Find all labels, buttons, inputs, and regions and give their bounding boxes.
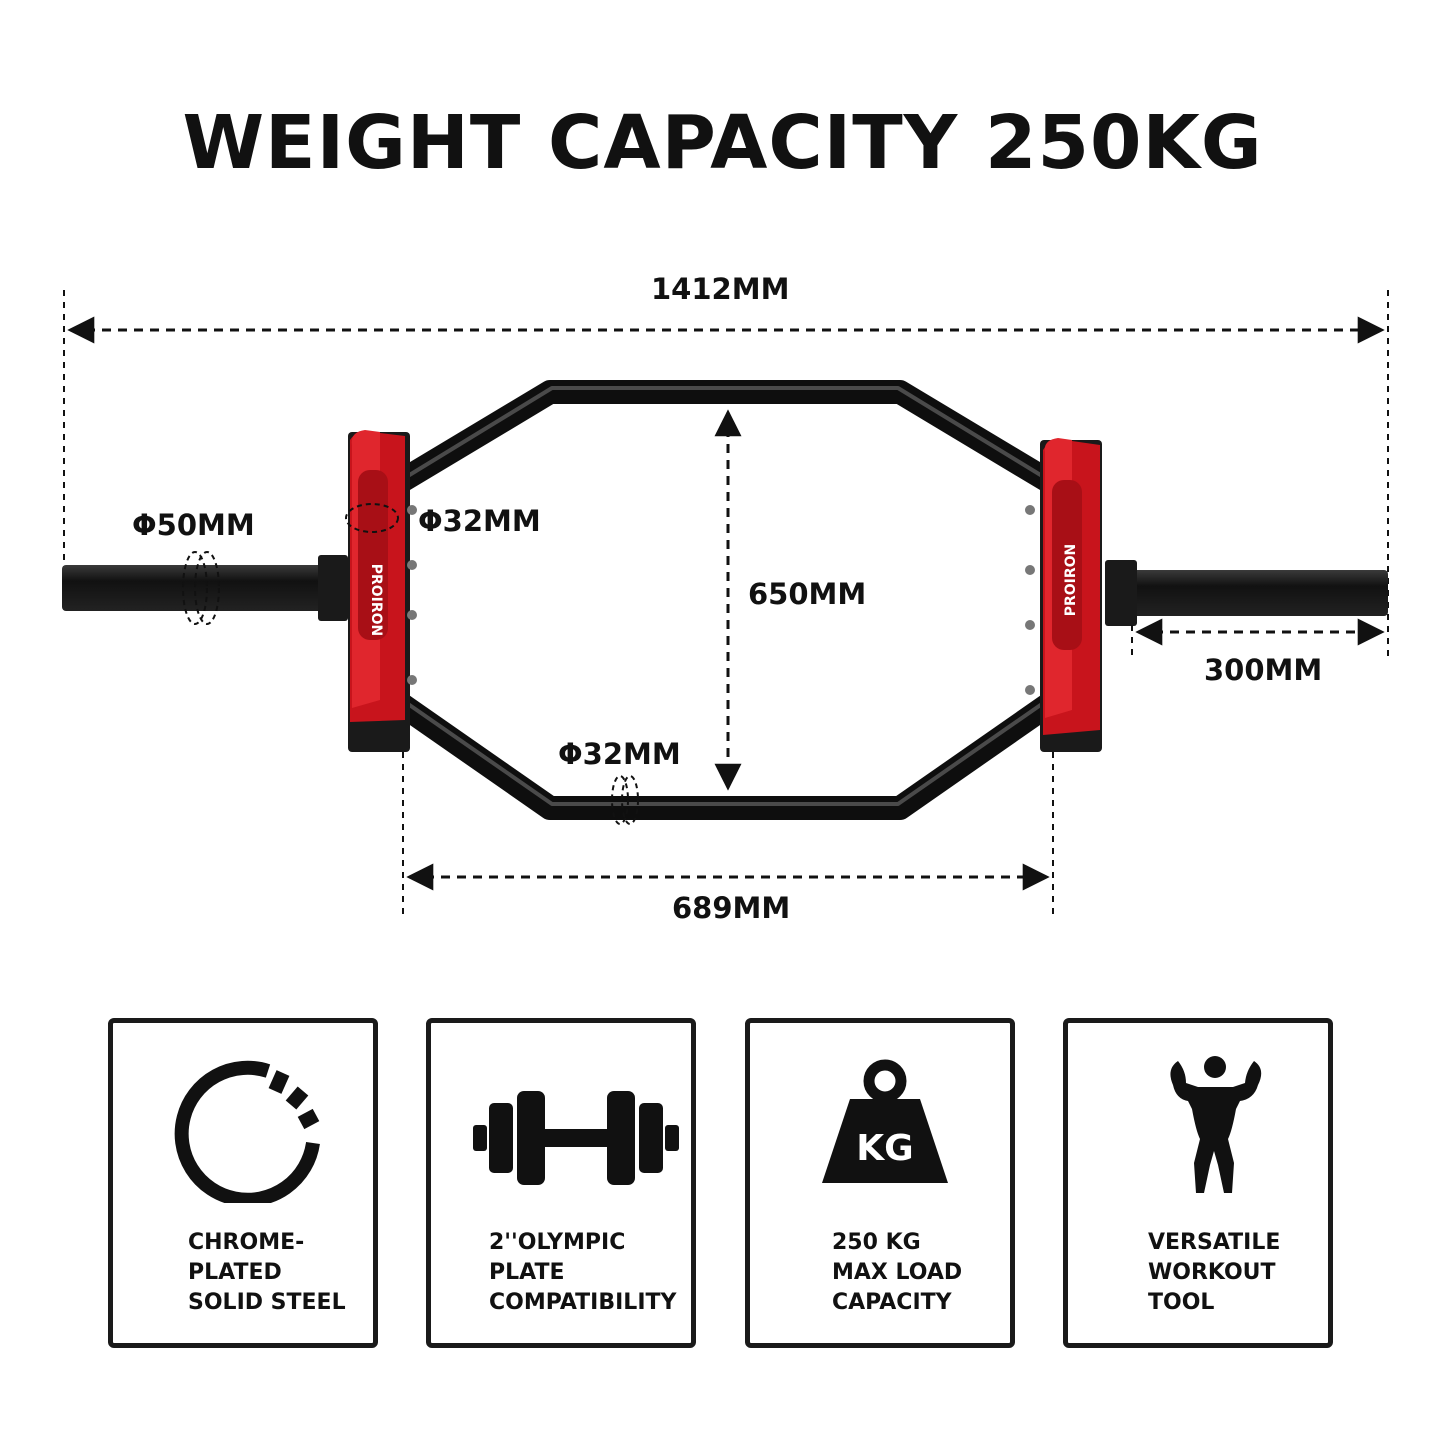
inner-height-label: 650MM xyxy=(748,577,867,611)
trap-bar-illustration: PROIRON PROIRON xyxy=(62,290,1389,918)
feature-label-load: 250 KG MAX LOAD CAPACITY xyxy=(832,1230,963,1315)
right-brand-mark: PROIRON xyxy=(1063,544,1079,617)
frame-diameter-marker xyxy=(611,775,639,825)
inner-width-dimension xyxy=(402,752,1054,918)
sleeve-length-label: 300MM xyxy=(1204,653,1323,687)
feature-card-load: KG 250 KG MAX LOAD CAPACITY xyxy=(745,1018,1015,1348)
feature-label-steel: CHROME- PLATED SOLID STEEL xyxy=(188,1230,346,1315)
right-handle: PROIRON xyxy=(1025,438,1102,752)
handle-diameter-label: Φ32MM xyxy=(418,504,541,538)
sleeve-length-dimension xyxy=(1131,618,1385,660)
ring-icon xyxy=(174,1060,320,1203)
sleeve-diameter-label: Φ50MM xyxy=(132,508,255,542)
kg-weight-icon: KG xyxy=(822,1059,948,1183)
feature-label-versatile: VERSATILE WORKOUT TOOL xyxy=(1148,1230,1281,1315)
feature-card-versatile: VERSATILE WORKOUT TOOL xyxy=(1063,1018,1333,1348)
left-handle: PROIRON xyxy=(345,430,417,752)
trap-bar-diagram: PROIRON PROIRON xyxy=(0,240,1445,960)
dumbbell-icon xyxy=(473,1091,679,1185)
page-title: WEIGHT CAPACITY 250KG xyxy=(182,100,1263,186)
overall-length-dimension xyxy=(63,290,1389,660)
feature-cards: CHROME- PLATED SOLID STEEL 2''OLYMPIC PL… xyxy=(0,1015,1445,1360)
left-brand-mark: PROIRON xyxy=(368,564,384,637)
frame-diameter-label: Φ32MM xyxy=(558,737,681,771)
left-sleeve xyxy=(62,551,348,625)
bodybuilder-icon xyxy=(1170,1056,1262,1193)
feature-card-olympic: 2''OLYMPIC PLATE COMPATIBILITY xyxy=(426,1018,696,1348)
inner-width-label: 689MM xyxy=(672,891,791,925)
right-sleeve xyxy=(1105,560,1388,626)
feature-card-steel: CHROME- PLATED SOLID STEEL xyxy=(108,1018,378,1348)
feature-label-olympic: 2''OLYMPIC PLATE COMPATIBILITY xyxy=(489,1230,677,1315)
overall-length-label: 1412MM xyxy=(651,272,790,306)
hex-frame xyxy=(383,380,1067,820)
kg-icon-text: KG xyxy=(856,1128,913,1169)
